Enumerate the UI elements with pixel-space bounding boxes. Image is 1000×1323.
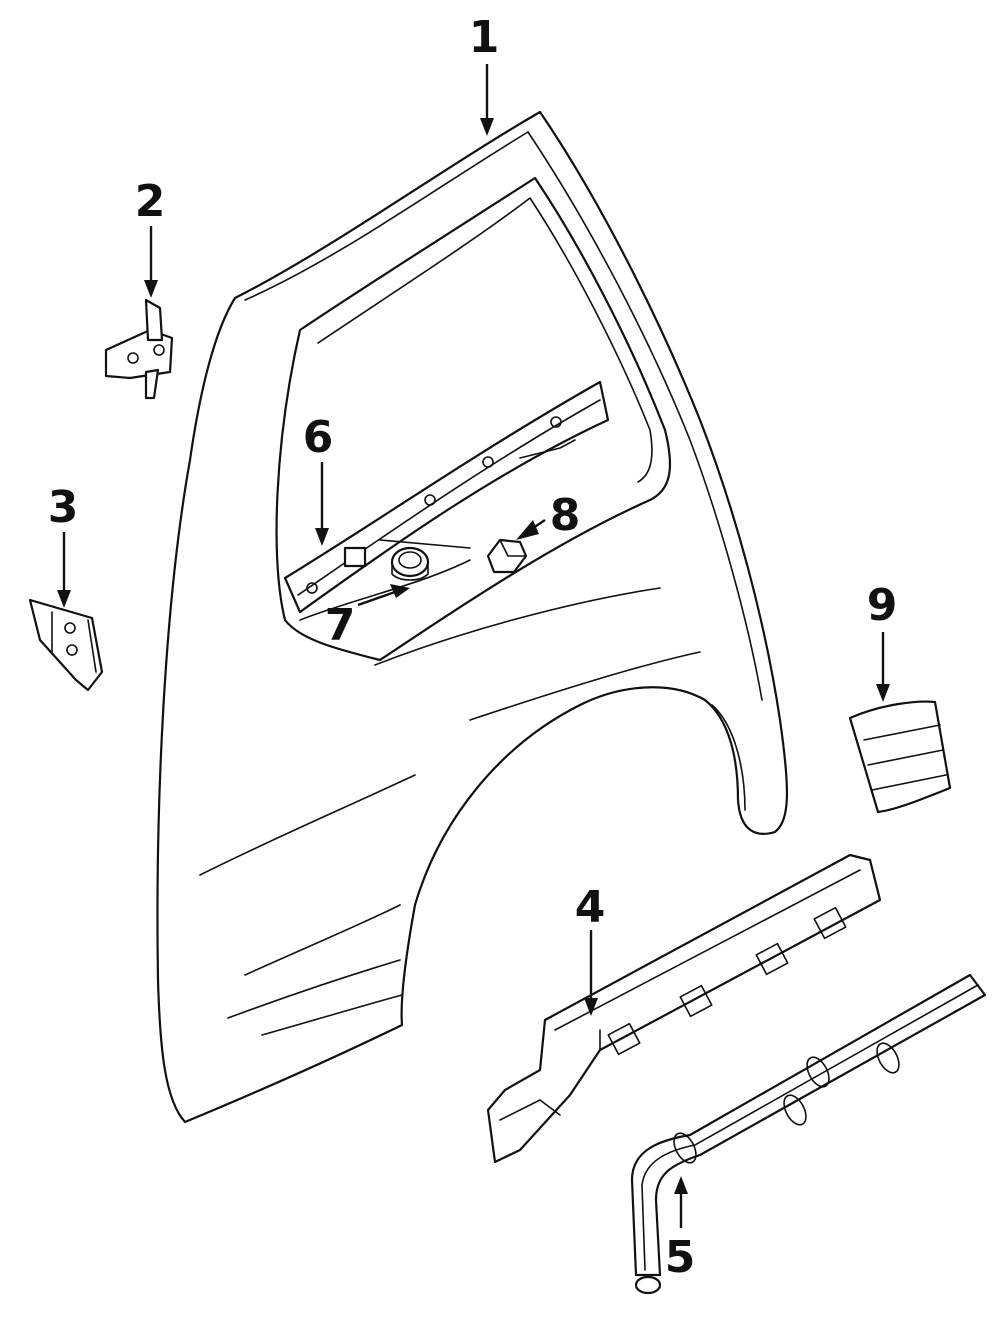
window-trim-molding[interactable] (283, 380, 610, 614)
retainer-clip[interactable] (486, 538, 528, 574)
lower-bracket[interactable] (28, 598, 104, 692)
hinge-bracket[interactable] (104, 298, 174, 400)
quarter-panel[interactable] (156, 110, 789, 1124)
callout-arrows (57, 64, 890, 1228)
callout-3: 3 (48, 482, 79, 533)
lower-molding[interactable] (630, 973, 987, 1295)
callout-8: 8 (550, 490, 581, 541)
trim-clip[interactable] (379, 539, 471, 581)
callout-7: 7 (325, 600, 356, 651)
callout-1: 1 (469, 12, 500, 63)
callout-4: 4 (575, 882, 606, 933)
callout-5: 5 (665, 1232, 696, 1283)
rocker-reinforcement[interactable] (486, 853, 882, 1164)
side-emblem[interactable] (848, 700, 952, 814)
callout-9: 9 (867, 580, 898, 631)
callout-2: 2 (135, 176, 166, 227)
callout-6: 6 (303, 412, 334, 463)
